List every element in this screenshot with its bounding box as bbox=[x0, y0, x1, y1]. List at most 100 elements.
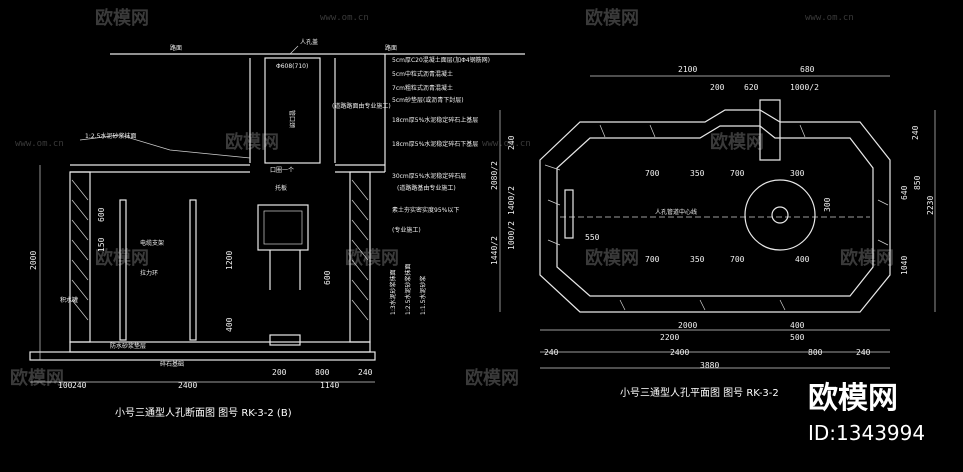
note-4: (道路路面由专业施工) bbox=[332, 102, 391, 110]
label-floor: 防水砂浆垫层 bbox=[110, 342, 146, 350]
dim-h-2: 2400 bbox=[178, 381, 197, 390]
watermark-text: 欧模网 bbox=[225, 131, 279, 153]
dim-left-4: 240 bbox=[507, 135, 516, 150]
label-l: 托板 bbox=[275, 184, 287, 192]
dim-top-3: 620 bbox=[744, 83, 759, 92]
dim-right-5: 1040 bbox=[900, 256, 909, 275]
dim-bot-0: 2000 bbox=[678, 321, 697, 330]
dim-v-0: 2000 bbox=[29, 251, 38, 270]
label-ring: Φ608(710) bbox=[276, 63, 308, 70]
watermark-url: www.om.cn bbox=[15, 139, 64, 149]
watermark-text: 欧模网 bbox=[95, 247, 149, 269]
watermark-url: www.om.cn bbox=[320, 13, 369, 23]
watermark-text: 欧模网 bbox=[585, 247, 639, 269]
dim-right-0: 240 bbox=[911, 125, 920, 140]
dim-bot-8: 3880 bbox=[700, 361, 719, 370]
watermark-layer: 欧模网 www.om.cn 欧模网 www.om.cn 欧模网 欧模网 www.… bbox=[10, 7, 894, 389]
label-manhole-cover: 人孔盖 bbox=[300, 38, 318, 46]
inner-7: 700 bbox=[730, 255, 745, 264]
note-9: 素土夯实密实度95%以下 bbox=[392, 206, 459, 214]
inner-1: 350 bbox=[690, 169, 705, 178]
note-3: 5cm砂垫层(或沥青下封层) bbox=[392, 96, 464, 104]
dim-v-4: 600 bbox=[323, 270, 332, 285]
inner-2: 700 bbox=[730, 169, 745, 178]
dim-bot-7: 240 bbox=[856, 348, 871, 357]
note-5: 18cm厚5%水泥稳定碎石上基层 bbox=[392, 116, 478, 124]
plan-view: 人孔管道中心线 2100 680 200 620 1000/2 700 350 … bbox=[490, 65, 936, 399]
dim-left-0: 2080/2 bbox=[490, 161, 499, 190]
section-title: 小号三通型人孔断面图 图号 RK-3-2 (B) bbox=[115, 406, 292, 419]
watermark-text: 欧模网 bbox=[10, 367, 64, 389]
watermark-text: 欧模网 bbox=[95, 7, 149, 29]
label-pulling: 拉力环 bbox=[140, 269, 158, 277]
dim-left-3: 1440/2 bbox=[490, 236, 499, 265]
note-0: 5cm厚C20混凝土面层(加Φ4钢筋网) bbox=[392, 56, 490, 64]
note-8: (道路路基由专业施工) bbox=[397, 184, 456, 192]
label-support: 电缆支架 bbox=[140, 239, 164, 247]
dim-bot-4: 240 bbox=[544, 348, 559, 357]
dim-right-1: 640 bbox=[900, 185, 909, 200]
dim-v-3: 1200 bbox=[225, 251, 234, 270]
label-side-col2: 1:2.5水泥砂浆抹面 bbox=[404, 264, 412, 315]
inner-6: 350 bbox=[690, 255, 705, 264]
brand-name: 欧模网 bbox=[808, 381, 898, 416]
inner-0: 700 bbox=[645, 169, 660, 178]
watermark-url: www.om.cn bbox=[482, 139, 531, 149]
dim-h-6: 800 bbox=[315, 368, 330, 377]
note-6: 18cm厚5%水泥稳定碎石下基层 bbox=[392, 140, 478, 148]
dim-right-4: 2230 bbox=[926, 196, 935, 215]
label-side-col: 1:3水泥砂浆抹面 bbox=[389, 269, 397, 315]
label-neck: 管口颈 bbox=[288, 110, 296, 128]
watermark-text: 欧模网 bbox=[585, 7, 639, 29]
dim-h-7: 1140 bbox=[320, 381, 339, 390]
dim-right-3: 300 bbox=[823, 197, 832, 212]
watermark-text: 欧模网 bbox=[840, 247, 894, 269]
dim-top-4: 1000/2 bbox=[790, 83, 819, 92]
inner-8: 400 bbox=[795, 255, 810, 264]
dim-top-2: 200 bbox=[710, 83, 725, 92]
inner-3: 300 bbox=[790, 169, 805, 178]
note-2: 7cm粗粒式沥青混凝土 bbox=[392, 84, 453, 92]
dim-v-1: 600 bbox=[97, 207, 106, 222]
inner-5: 700 bbox=[645, 255, 660, 264]
note-1: 5cm中粒式沥青混凝土 bbox=[392, 70, 453, 78]
dim-bot-3: 500 bbox=[790, 333, 805, 342]
dim-v-2: 150 bbox=[97, 237, 106, 252]
dim-h-1: 240 bbox=[72, 381, 87, 390]
right-notes: 5cm厚C20混凝土面层(加Φ4钢筋网) 5cm中粒式沥青混凝土 7cm粗粒式沥… bbox=[332, 56, 490, 234]
brand-badge: 欧模网 ID:1343994 bbox=[808, 381, 925, 445]
dim-v-5: 400 bbox=[225, 317, 234, 332]
watermark-text: 欧模网 bbox=[345, 247, 399, 269]
dim-right-2: 850 bbox=[913, 175, 922, 190]
section-view: 路面 路面 人孔盖 Φ608(710) 管口颈 1:2.5水泥砂浆抹面 口圈一个… bbox=[29, 38, 525, 419]
note-7: 30cm厚5%水泥稳定碎石层 bbox=[392, 172, 466, 180]
label-top-note: 1:2.5水泥砂浆抹面 bbox=[85, 132, 136, 140]
dim-left-2: 1000/2 bbox=[507, 221, 516, 250]
inner-4: 550 bbox=[585, 233, 600, 242]
dim-h-5: 200 bbox=[272, 368, 287, 377]
dim-h-0: 100 bbox=[58, 381, 73, 390]
watermark-text: 欧模网 bbox=[710, 131, 764, 153]
dim-bot-1: 400 bbox=[790, 321, 805, 330]
label-frame: 口圈一个 bbox=[270, 167, 294, 174]
label-side-col3: 1:1.5水泥砂浆 bbox=[419, 276, 427, 315]
dim-top-0: 2100 bbox=[678, 65, 697, 74]
brand-id: ID:1343994 bbox=[808, 421, 925, 445]
label-center-line: 人孔管道中心线 bbox=[655, 208, 697, 216]
plan-title: 小号三通型人孔平面图 图号 RK-3-2 bbox=[620, 386, 779, 399]
label-drain: 积水罐 bbox=[60, 296, 78, 304]
note-10: (专业施工) bbox=[392, 226, 421, 234]
dim-bot-5: 2400 bbox=[670, 348, 689, 357]
watermark-url: www.om.cn bbox=[805, 13, 854, 23]
dim-h-3: 240 bbox=[358, 368, 373, 377]
dim-bot-2: 2200 bbox=[660, 333, 679, 342]
dim-left-1: 1400/2 bbox=[507, 186, 516, 215]
dim-top-1: 680 bbox=[800, 65, 815, 74]
watermark-text: 欧模网 bbox=[465, 367, 519, 389]
label-gravel: 碎石基础 bbox=[160, 360, 184, 368]
label-ground: 路面 bbox=[170, 44, 182, 52]
label-ground-right: 路面 bbox=[385, 44, 397, 52]
dim-bot-6: 800 bbox=[808, 348, 823, 357]
